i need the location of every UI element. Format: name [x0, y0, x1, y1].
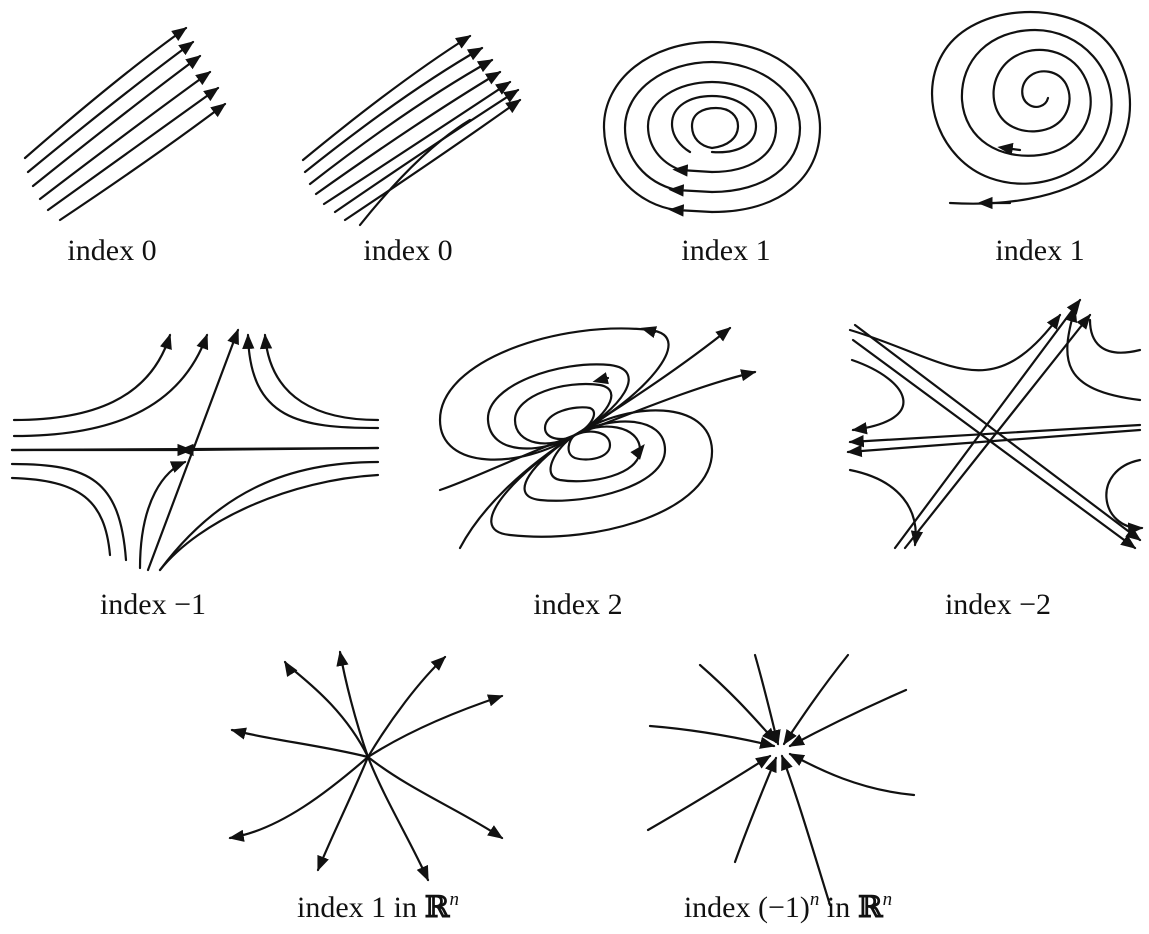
label-panel-9-exp: n — [810, 889, 820, 910]
label-panel-9-sup: n — [883, 889, 893, 910]
panel-source — [230, 652, 502, 880]
panel-sink — [648, 655, 914, 905]
label-panel-9-space: ℝ — [858, 890, 883, 925]
label-panel-9: index (−1)n in ℝn — [684, 893, 892, 923]
panel-index-minus-2-saddle — [848, 300, 1142, 548]
label-panel-6: index 2 — [533, 590, 622, 620]
label-panel-3: index 1 — [681, 236, 770, 266]
panel-index-minus-1-saddle — [12, 330, 378, 570]
label-panel-8-sup: n — [449, 889, 459, 910]
label-panel-9-prefix: index (−1) — [684, 891, 810, 924]
panel-index-1-spiral — [932, 12, 1130, 204]
panel-index-2-dipole — [440, 328, 755, 548]
label-panel-4: index 1 — [995, 236, 1084, 266]
label-panel-9-mid: in — [819, 891, 857, 924]
label-panel-2: index 0 — [363, 236, 452, 266]
label-panel-8: index 1 in ℝn — [297, 893, 459, 923]
panel-index-0-converging — [303, 36, 520, 225]
label-panel-8-space: ℝ — [425, 890, 450, 925]
panel-index-0-parallel — [25, 28, 225, 220]
label-panel-5: index −1 — [100, 590, 206, 620]
label-panel-7: index −2 — [945, 590, 1051, 620]
label-panel-8-prefix: index 1 in — [297, 891, 425, 924]
label-panel-1: index 0 — [67, 236, 156, 266]
panel-index-1-center — [604, 42, 820, 212]
